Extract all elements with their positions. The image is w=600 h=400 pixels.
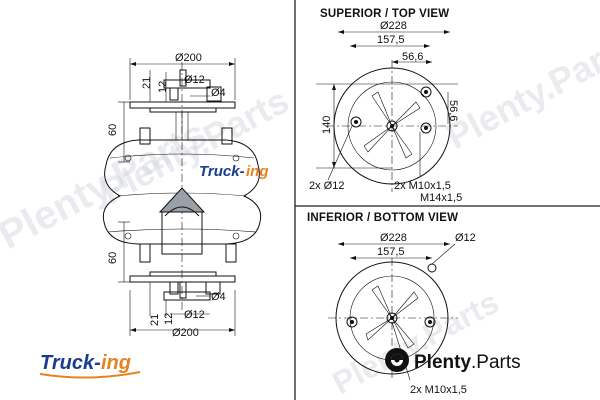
bellow-logo-part1: Truck- <box>199 163 245 180</box>
top-dim-566: 56,6 <box>402 51 423 63</box>
side-dia-top-plate: Ø200 <box>175 52 202 64</box>
side-h60-top: 60 <box>107 124 119 136</box>
bottom-thread-label: 2x M10x1,5 <box>410 384 467 396</box>
bottom-dia-outer: Ø228 <box>380 232 407 244</box>
side-h60-bottom: 60 <box>107 252 119 264</box>
side-h21-top: 21 <box>141 77 153 89</box>
watermark-text-center: Plenty.Parts <box>95 79 296 212</box>
brand-parts: .Parts <box>471 352 521 373</box>
top-holes-label: 2x Ø12 <box>309 180 344 192</box>
bottom-dim-157: 157,5 <box>377 246 405 258</box>
logo-swoosh <box>39 371 141 379</box>
bottom-dia-pin: Ø12 <box>455 232 476 244</box>
brand-plenty: Plenty <box>414 352 471 373</box>
truck-ing-logo: Truck- ing <box>39 352 141 379</box>
top-view-title: SUPERIOR / TOP VIEW <box>320 8 449 20</box>
watermark-layer: Plenty.Parts Plenty.Parts Plenty.Parts P… <box>0 24 600 400</box>
top-view-drawing: SUPERIOR / TOP VIEW Ø228 157,5 56,6 56,6… <box>309 8 462 204</box>
top-dim-566-vertical: 56,6 <box>447 100 459 121</box>
top-dia-outer: Ø228 <box>380 20 407 32</box>
top-thread-label: 2x M10x1,5 <box>394 180 451 192</box>
logo-part1: Truck- <box>40 352 101 374</box>
plenty-parts-brand: Plenty.Parts <box>385 348 521 373</box>
side-view-drawing: Ø200 Ø12 Ø4 21 12 60 <box>102 52 269 339</box>
svg-text:Plenty.Parts: Plenty.Parts <box>414 352 521 373</box>
logo-part2: ing <box>101 352 131 374</box>
bottom-view-drawing: INFERIOR / BOTTOM VIEW Ø228 Ø12 157,5 <box>307 212 476 396</box>
side-dia-bottom-hole: Ø4 <box>211 291 226 303</box>
top-dim-140: 140 <box>321 116 333 134</box>
side-h21-bottom: 21 <box>149 314 161 326</box>
top-dim-157: 157,5 <box>377 34 405 46</box>
side-dia-bottom-plate: Ø200 <box>172 327 199 339</box>
side-h12-top: 12 <box>157 81 169 93</box>
top-thread-label2: M14x1,5 <box>420 192 462 204</box>
bellow-logo-part2: ing <box>246 163 269 180</box>
side-dia-bottom-pin: Ø12 <box>184 309 205 321</box>
side-dia-top-hole: Ø4 <box>211 87 226 99</box>
watermark-text-bottom: Plenty.Parts <box>326 284 504 400</box>
side-h12-bottom: 12 <box>163 313 175 325</box>
bottom-view-title: INFERIOR / BOTTOM VIEW <box>307 212 458 224</box>
watermark-text-right: Plenty.Parts <box>440 24 600 157</box>
